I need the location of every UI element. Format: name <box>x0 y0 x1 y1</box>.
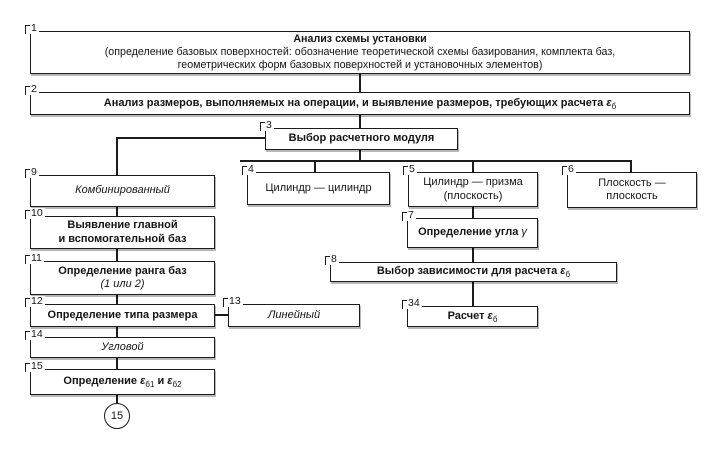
connector-line <box>116 206 118 217</box>
box-text: Плоскость —плоскость <box>598 176 666 202</box>
box-12-size-type: 12 Определение типа размера <box>25 296 215 327</box>
box-text: Анализ размеров, выполняемых на операции… <box>103 96 617 111</box>
connector-line <box>116 357 118 370</box>
box-number: 11 <box>25 253 44 264</box>
connector-line <box>359 74 361 93</box>
box-text: Расчет εб <box>447 309 498 324</box>
connector-line <box>472 206 474 219</box>
box-8-dependency-select: 8 Выбор зависимости для расчета εб <box>325 254 617 282</box>
box-text: Определение угла γ <box>418 226 527 239</box>
connector-line <box>359 114 361 129</box>
connector-line <box>314 161 316 173</box>
box-number: 1 <box>25 23 39 34</box>
box-number: 13 <box>223 296 243 307</box>
connector-line <box>116 326 118 338</box>
box-text: Определение типа размера <box>47 308 198 321</box>
box-2-size-analysis: 2 Анализ размеров, выполняемых на операц… <box>25 84 690 115</box>
box-3-module-select: 3 Выбор расчетного модуля <box>260 120 458 150</box>
box-34-calc-eps: 34 Расчет εб <box>402 298 538 327</box>
connector-line <box>472 247 474 263</box>
connector-line <box>117 137 266 139</box>
box-number: 14 <box>25 329 45 340</box>
box-number: 4 <box>242 164 256 175</box>
box-text: Угловой <box>101 340 144 353</box>
box-text: Выбор зависимости для расчета εб <box>376 265 571 280</box>
box-13-linear: 13 Линейный <box>223 296 360 327</box>
box-1-scheme-analysis: 1 Анализ схемы установки(определение баз… <box>25 23 690 74</box>
box-number: 5 <box>403 164 417 175</box>
box-14-angular: 14 Угловой <box>25 329 215 358</box>
box-text: Линейный <box>267 308 321 321</box>
box-number: 9 <box>25 167 39 178</box>
connector-line <box>472 281 474 307</box>
box-text: Цилиндр — цилиндр <box>265 181 372 194</box>
box-6-plane-plane: 6 Плоскость —плоскость <box>562 164 697 208</box>
box-11-base-rank: 11 Определение ранга баз(1 или 2) <box>25 253 215 295</box>
box-number: 10 <box>25 208 45 219</box>
connector-line <box>116 294 118 305</box>
connector-circle-label: 15 <box>110 410 124 422</box>
box-4-cylinder-cylinder: 4 Цилиндр — цилиндр <box>242 164 390 205</box>
connector-line <box>472 161 474 173</box>
connector-line <box>215 314 229 316</box>
box-text: Выбор расчетного модуля <box>288 132 435 145</box>
box-number: 12 <box>25 296 45 307</box>
box-5-cylinder-prism: 5 Цилиндр — призма(плоскость) <box>403 164 538 207</box>
box-number: 15 <box>25 361 45 372</box>
box-text: Цилиндр — призма(плоскость) <box>423 176 523 202</box>
box-text: Определение ранга баз(1 или 2) <box>58 264 187 290</box>
box-text: Определение εб1 и εб2 <box>63 375 182 390</box>
box-number: 3 <box>260 120 274 131</box>
connector-circle-15: 15 <box>104 403 130 429</box>
connector-line <box>240 160 632 162</box>
box-number: 2 <box>25 84 39 95</box>
box-15-eps-determination: 15 Определение εб1 и εб2 <box>25 361 215 395</box>
box-number: 7 <box>402 210 416 221</box>
box-number: 34 <box>402 298 422 309</box>
connector-line <box>359 149 361 161</box>
box-number: 8 <box>325 254 339 265</box>
connector-line <box>116 248 118 262</box>
box-text: Комбинированный <box>75 184 170 197</box>
box-number: 6 <box>562 164 576 175</box>
connector-line <box>116 394 118 404</box>
box-text: Анализ схемы установки(определение базов… <box>104 32 616 72</box>
connector-line <box>116 137 118 176</box>
box-7-angle-gamma: 7 Определение угла γ <box>402 210 538 248</box>
box-9-combined: 9 Комбинированный <box>25 167 215 207</box>
connector-line <box>630 161 632 173</box>
